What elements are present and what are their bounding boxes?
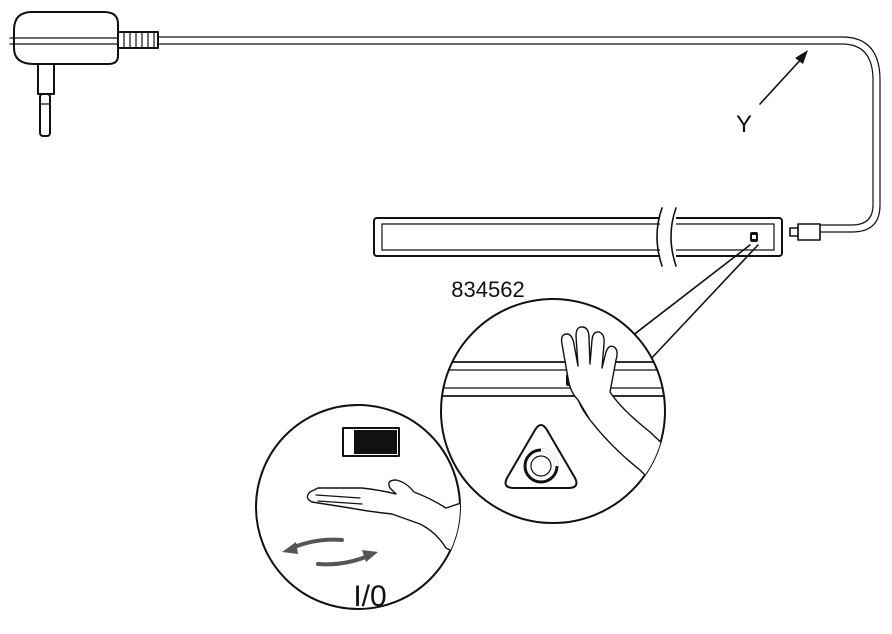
cable-label: Y: [736, 111, 752, 138]
power-adapter-icon: [9, 11, 159, 137]
cable-label-callout: Y: [736, 50, 808, 138]
hand-icon: [306, 479, 460, 561]
model-number: 834562: [451, 277, 524, 302]
touch-detail-circle: [440, 298, 666, 524]
wave-switch-circle: I/0: [255, 404, 461, 613]
led-light-bar: [373, 207, 783, 267]
power-cable: [157, 36, 881, 233]
rocker-switch-icon: [342, 427, 400, 457]
wave-arrows-icon: [282, 537, 378, 567]
connector-plug-icon: [789, 223, 821, 241]
switch-label: I/0: [353, 580, 386, 613]
triangle-dimmer-icon: [504, 424, 578, 489]
